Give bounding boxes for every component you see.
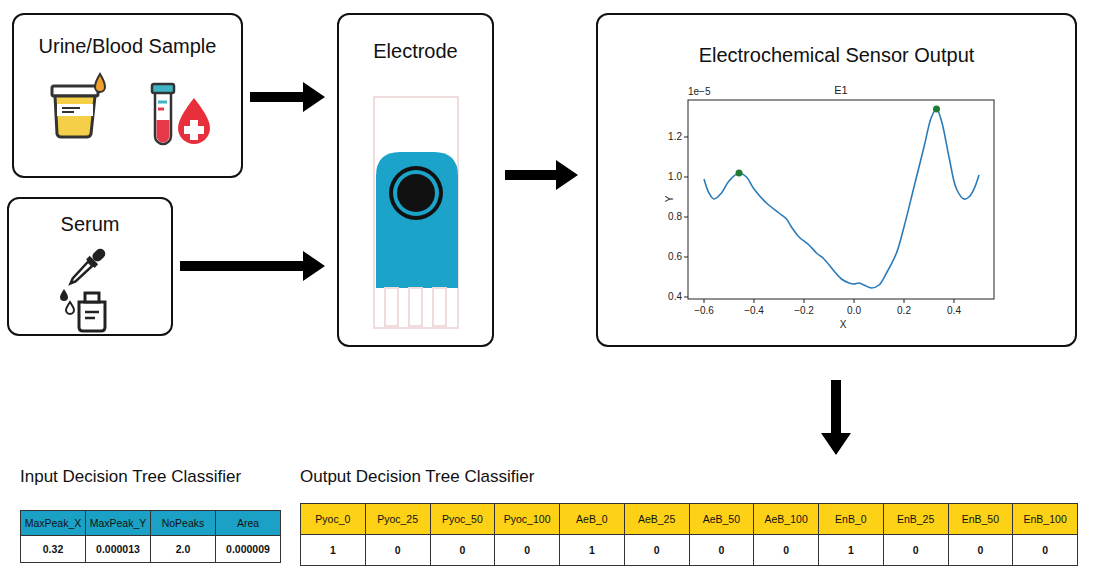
table-cell: 0.000013 <box>85 535 151 563</box>
peak-dot <box>736 170 743 177</box>
flow-arrow <box>505 160 578 190</box>
table-cell: 1 <box>818 534 884 566</box>
table-header-cell: Pyoc_25 <box>365 503 431 535</box>
tick-mark <box>804 299 805 303</box>
table-header-cell: AeB_25 <box>624 503 690 535</box>
tick-mark <box>684 297 688 298</box>
axis-label: −0.2 <box>786 305 822 317</box>
table-header-cell: Pyoc_100 <box>494 503 560 535</box>
axis-label: −0.4 <box>736 305 772 317</box>
table-heading: Output Decision Tree Classifier <box>300 467 534 487</box>
box-title: Electrode <box>373 39 458 63</box>
axis-label: 0.6 <box>652 251 682 263</box>
process-box: Urine/Blood Sample <box>12 13 243 178</box>
table-header-cell: EnB_100 <box>1012 503 1078 535</box>
table-header-cell: AeB_0 <box>559 503 625 535</box>
table-cell: 0 <box>689 534 755 566</box>
tick-mark <box>704 299 705 303</box>
axis-label: 0.2 <box>886 305 922 317</box>
table-cell: 0 <box>430 534 496 566</box>
dropper-bottle-icon <box>60 246 108 331</box>
table-header-cell: AeB_100 <box>753 503 819 535</box>
box-title: Electrochemical Sensor Output <box>699 43 975 67</box>
table-cell: 0 <box>883 534 949 566</box>
flow-arrow <box>180 251 325 281</box>
table-header-cell: Area <box>215 510 281 536</box>
axis-label: Y <box>664 189 676 209</box>
process-box: Serum <box>7 197 173 336</box>
axis-label: 1.2 <box>652 131 682 143</box>
table-header-cell: NoPeaks <box>150 510 216 536</box>
axis-label: 1.0 <box>652 171 682 183</box>
table-header-cell: Pyoc_0 <box>300 503 366 535</box>
tick-mark <box>684 177 688 178</box>
axis-label: 0.4 <box>652 291 682 303</box>
table-cell: 0.000009 <box>215 535 281 563</box>
table-cell: 1 <box>300 534 366 566</box>
tick-mark <box>904 299 905 303</box>
flow-arrow <box>250 82 325 112</box>
table-cell: 2.0 <box>150 535 216 563</box>
electrode-strip <box>374 97 458 328</box>
test-tube-icon <box>152 84 174 144</box>
axis-label: X <box>833 319 853 331</box>
tick-mark <box>684 137 688 138</box>
table-header-cell: EnB_50 <box>948 503 1014 535</box>
table-cell: 1 <box>559 534 625 566</box>
tick-mark <box>954 299 955 303</box>
table-header-cell: MaxPeak_Y <box>85 510 151 536</box>
table-cell: 0 <box>494 534 560 566</box>
sensor-chart <box>684 100 994 303</box>
blood-drop-icon <box>178 98 210 144</box>
table-cell: 0 <box>365 534 431 566</box>
axis-label: 0.8 <box>652 211 682 223</box>
flow-arrow <box>821 380 851 455</box>
signal-curve <box>704 109 979 288</box>
axis-label: 0.4 <box>936 305 972 317</box>
plot-frame <box>688 100 994 299</box>
table-cell: 0 <box>948 534 1014 566</box>
table-header-cell: Pyoc_50 <box>430 503 496 535</box>
peak-dot <box>933 106 940 113</box>
table-header-cell: EnB_0 <box>818 503 884 535</box>
table-heading: Input Decision Tree Classifier <box>20 467 241 487</box>
box-title: Serum <box>61 212 120 236</box>
table-cell: 0 <box>624 534 690 566</box>
tick-mark <box>684 257 688 258</box>
urine-cup-icon <box>52 74 105 137</box>
table-header-cell: MaxPeak_X <box>20 510 86 536</box>
table-cell: 0 <box>1012 534 1078 566</box>
box-title: Urine/Blood Sample <box>39 34 217 58</box>
axis-label: E1 <box>821 83 861 97</box>
axis-label: −0.6 <box>686 305 722 317</box>
table-cell: 0 <box>753 534 819 566</box>
table-header-cell: AeB_50 <box>689 503 755 535</box>
table-cell: 0.32 <box>20 535 86 563</box>
tick-mark <box>754 299 755 303</box>
axis-label: 1e−5 <box>688 86 728 98</box>
tick-mark <box>854 299 855 303</box>
table-header-cell: EnB_25 <box>883 503 949 535</box>
tick-mark <box>684 217 688 218</box>
process-box: Electrode <box>337 13 494 347</box>
axis-label: 0.0 <box>836 305 872 317</box>
